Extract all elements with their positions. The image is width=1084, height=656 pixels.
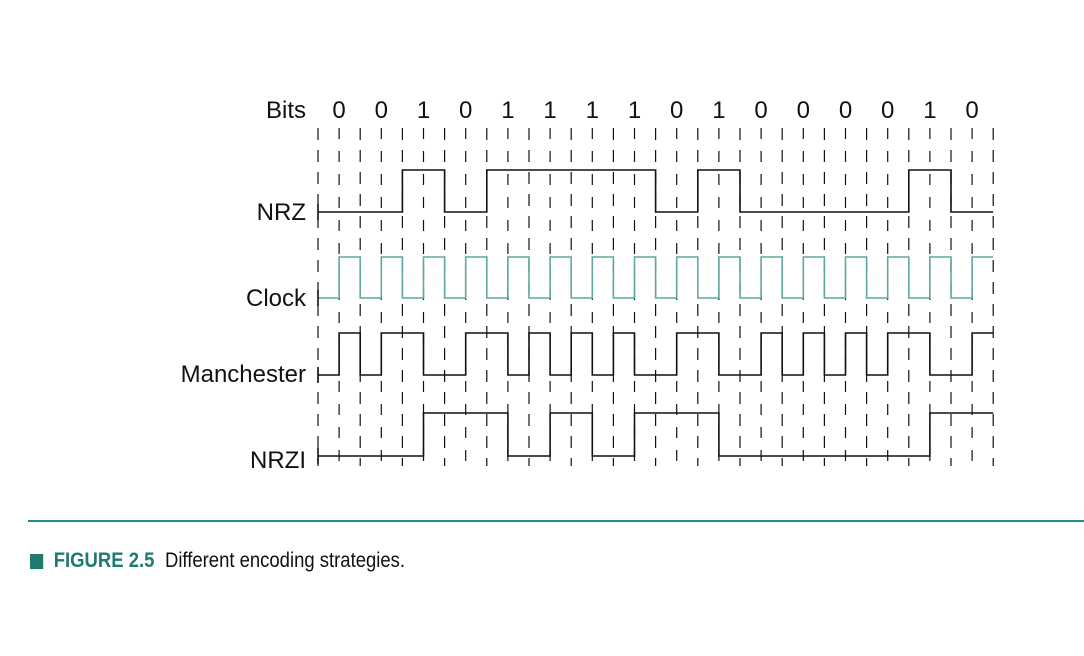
bit-value: 0	[881, 97, 894, 124]
caption-text: Different encoding strategies.	[164, 549, 406, 572]
bit-value: 1	[417, 97, 430, 124]
bit-value: 1	[543, 97, 556, 124]
figure-caption: FIGURE 2.5 Different encoding strategies…	[30, 546, 405, 576]
bit-value: 0	[375, 97, 388, 124]
caption-marker-icon	[30, 553, 44, 569]
bit-value: 1	[501, 97, 514, 124]
manchester-waveform	[318, 332, 994, 376]
manchester-label: Manchester	[181, 361, 306, 388]
bits-label: Bits	[266, 97, 306, 124]
bit-value: 0	[839, 97, 852, 124]
figure-number: FIGURE 2.5	[53, 549, 155, 572]
nrz-waveform	[318, 169, 994, 213]
encoding-diagram: Bits 0 0 1 0 1 1 1 1 0 1 0 0 0 0 1 0 NRZ Clock Manchest…	[181, 97, 994, 474]
bit-value: 0	[459, 97, 472, 124]
clock-waveform	[318, 256, 994, 299]
bit-value: 1	[628, 97, 641, 124]
nrzi-label: NRZI	[250, 447, 306, 474]
bit-value: 1	[712, 97, 725, 124]
bit-value: 0	[670, 97, 683, 124]
bit-value: 0	[965, 97, 978, 124]
bit-values: 0 0 1 0 1 1 1 1 0 1 0 0 0 0 1 0	[332, 97, 978, 124]
nrz-label: NRZ	[257, 199, 306, 226]
bit-value: 1	[586, 97, 599, 124]
nrzi-waveform	[318, 412, 994, 457]
caption-divider	[28, 520, 1084, 522]
bit-value: 1	[923, 97, 936, 124]
bit-value: 0	[332, 97, 345, 124]
clock-label: Clock	[246, 285, 307, 312]
bit-value: 0	[797, 97, 810, 124]
bit-value: 0	[754, 97, 767, 124]
